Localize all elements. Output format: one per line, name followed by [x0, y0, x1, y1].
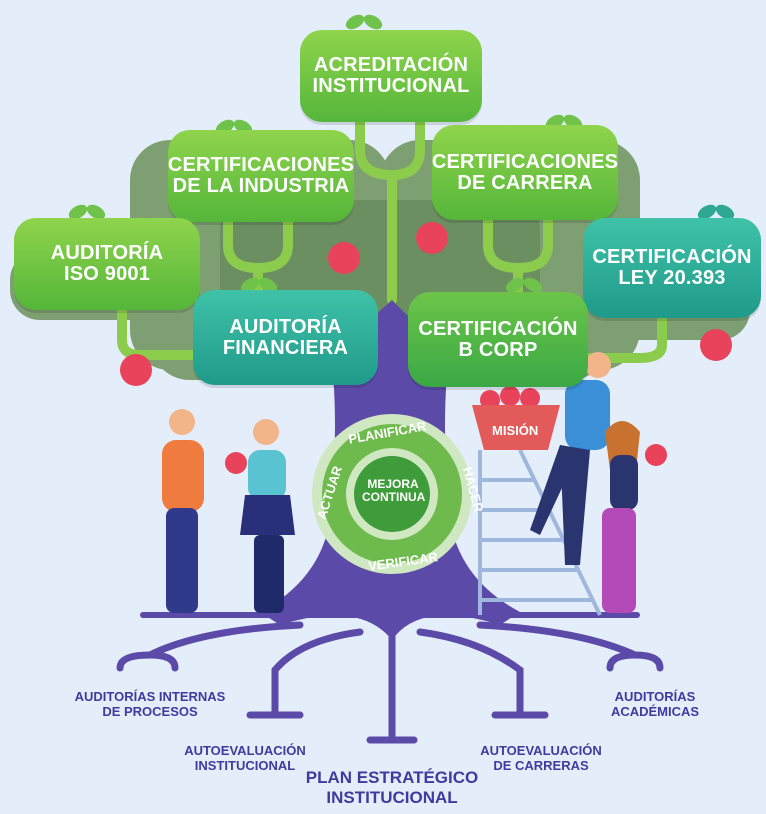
box-certificaciones-carrera: CERTIFICACIONES DE CARRERA — [432, 125, 618, 220]
roots — [116, 616, 664, 744]
root-plan-estrategico: PLAN ESTRATÉGICO INSTITUCIONAL — [305, 768, 479, 807]
ladder — [478, 449, 602, 616]
box-certificacion-ley: CERTIFICACIÓN LEY 20.393 — [583, 218, 761, 318]
box-acreditacion-institucional: ACREDITACIÓN INSTITUCIONAL — [300, 30, 482, 122]
person-woman-right — [602, 421, 667, 613]
person-woman-left — [225, 419, 295, 613]
root-autoevaluacion-carreras: AUTOEVALUACIÓN DE CARRERAS — [480, 743, 602, 773]
box-auditoria-iso: AUDITORÍA ISO 9001 — [14, 218, 200, 310]
basket-label-mision: MISIÓN — [492, 423, 539, 438]
box-certificacion-bcorp: CERTIFICACIÓN B CORP — [408, 292, 588, 387]
box-auditoria-financiera: AUDITORÍA FINANCIERA — [193, 290, 378, 385]
root-autoevaluacion-institucional: AUTOEVALUACIÓN INSTITUCIONAL — [184, 743, 306, 773]
cycle-center-label: MEJORA CONTINUA — [362, 477, 426, 505]
person-man-left — [162, 409, 204, 613]
apples — [120, 222, 732, 386]
pdca-cycle — [312, 414, 472, 574]
root-auditorias-academicas: AUDITORÍAS ACADÉMICAS — [610, 689, 700, 719]
person-man-ladder — [530, 352, 611, 565]
root-auditorias-internas: AUDITORÍAS INTERNAS DE PROCESOS — [74, 689, 226, 719]
box-certificaciones-industria: CERTIFICACIONES DE LA INDUSTRIA — [168, 130, 354, 222]
apple-basket — [472, 386, 560, 450]
